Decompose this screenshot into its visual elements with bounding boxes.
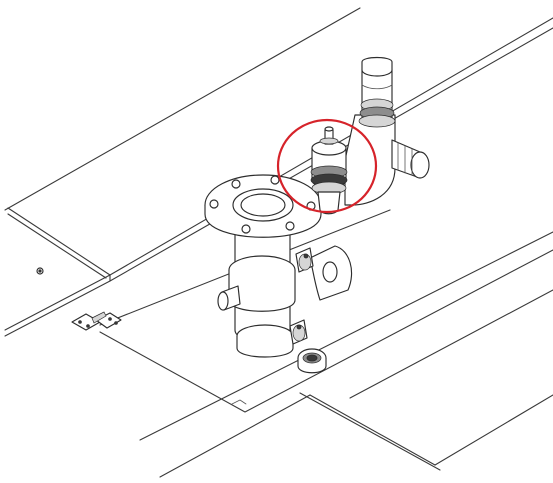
bottom-panel-top xyxy=(159,394,311,478)
hinge-screw-2 xyxy=(86,324,90,328)
top-panel-edge xyxy=(4,7,361,211)
relief-valve-ring-3 xyxy=(358,114,396,128)
left-panel-front xyxy=(4,274,111,337)
bottom-panel-right xyxy=(309,394,436,466)
side-fitting-left-end xyxy=(217,291,229,311)
air-vent-top-ring xyxy=(319,137,339,145)
hinge xyxy=(71,311,122,331)
air-vent-tip xyxy=(324,126,334,132)
hinge-screw-4 xyxy=(114,321,118,325)
base-plate-edge xyxy=(99,249,553,413)
coupling-core xyxy=(306,354,318,362)
flange-bolt-hole-6 xyxy=(241,224,251,234)
lower-seam-2 xyxy=(349,289,553,399)
bracket-hole xyxy=(322,261,338,283)
air-vent-callout-circle xyxy=(276,118,378,214)
flange-bolt-hole-5 xyxy=(285,221,295,231)
relief-valve-seam xyxy=(361,84,393,90)
flange-bolt-hole-1 xyxy=(209,199,219,209)
flange-bolt-hole-3 xyxy=(270,175,280,185)
coupling-side xyxy=(297,358,327,374)
panel-edge-lower xyxy=(7,213,107,279)
lower-body-cylinder xyxy=(236,336,294,358)
front-right-seam xyxy=(434,394,553,466)
bolt-hole-center xyxy=(38,269,42,273)
hatch-step xyxy=(231,399,247,405)
hinge-screw-1 xyxy=(78,320,82,324)
lower-seam xyxy=(139,231,553,441)
fitting-dot-2 xyxy=(296,324,302,330)
loose-coupling xyxy=(297,348,327,374)
valve-assembly xyxy=(204,56,430,358)
hose-barb-end xyxy=(410,151,430,179)
relief-valve-top xyxy=(361,56,393,70)
hinge-screw-3 xyxy=(108,317,112,321)
flange-bolt-hole-2 xyxy=(231,179,241,189)
flange-bore-inner xyxy=(240,193,286,217)
fitting-dot-1 xyxy=(303,253,309,259)
hinge-knuckle xyxy=(91,311,107,324)
riser-pipe xyxy=(344,114,396,206)
bottom-panel-edge xyxy=(299,392,441,471)
